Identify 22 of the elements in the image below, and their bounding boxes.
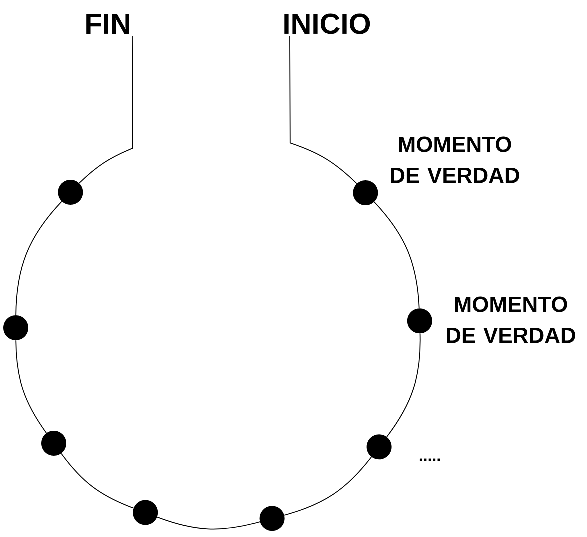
connector-line bbox=[61, 453, 134, 509]
dot bbox=[366, 434, 392, 460]
dot bbox=[260, 506, 285, 532]
moment-label: MOMENTO DE VERDAD bbox=[391, 136, 520, 184]
dot bbox=[353, 180, 378, 206]
connector-line bbox=[290, 36, 358, 184]
dot bbox=[4, 316, 28, 340]
connector-line bbox=[16, 201, 62, 316]
dot bbox=[58, 180, 84, 205]
dot bbox=[42, 430, 66, 456]
connector-line bbox=[374, 202, 420, 309]
moment-label: MOMENTO DE VERDAD bbox=[447, 296, 576, 344]
ellipsis: ..... bbox=[420, 458, 440, 462]
dot bbox=[133, 500, 158, 526]
dot bbox=[407, 308, 432, 334]
connector-line bbox=[284, 456, 372, 516]
end-label: INICIO bbox=[284, 14, 370, 34]
connector-line bbox=[79, 36, 134, 184]
connector-line bbox=[386, 333, 421, 438]
end-label: FIN bbox=[86, 14, 130, 34]
connector-line bbox=[16, 340, 47, 434]
connector-line bbox=[157, 516, 261, 530]
